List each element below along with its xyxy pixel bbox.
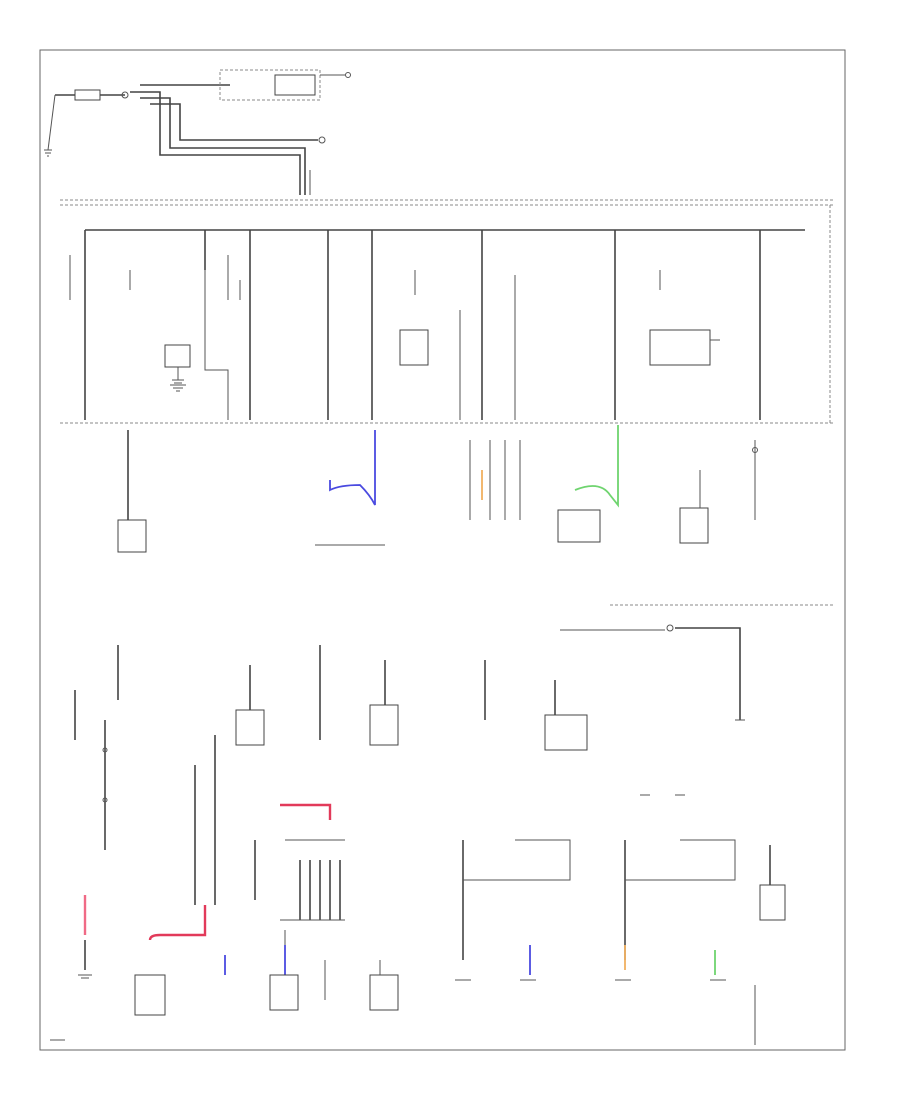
green-wire-group [557, 425, 619, 543]
blue-wire-group [315, 430, 385, 546]
diagram-frame [39, 49, 846, 1051]
red-harness [148, 735, 345, 975]
battery-section [44, 89, 129, 157]
alternator [117, 430, 147, 553]
lower-component-row-1 [235, 624, 745, 751]
main-feed-wires [130, 91, 326, 195]
bottom-right-relays [455, 839, 786, 1045]
connector-stack-center [469, 440, 521, 520]
right-relay [679, 440, 758, 544]
relay-boxes [164, 300, 720, 420]
fuse-branches [69, 230, 761, 420]
left-ground-stack [74, 645, 119, 979]
starter-section [140, 69, 351, 101]
ground-symbols [170, 384, 685, 796]
bottom-components [134, 960, 399, 1016]
